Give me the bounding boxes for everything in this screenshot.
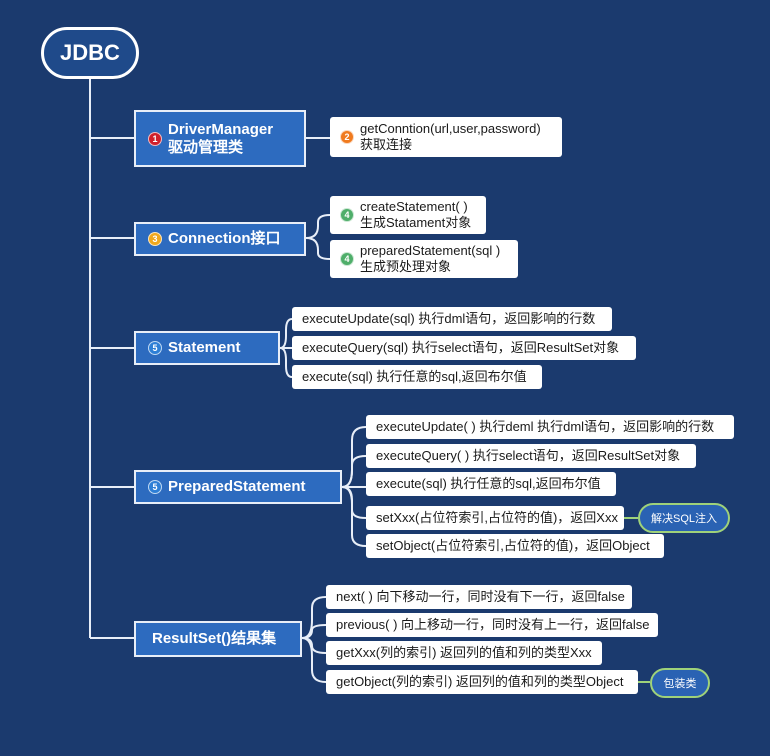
leaf-line2: 生成Statament对象 xyxy=(360,215,472,230)
leaf-text: getXxx(列的索引) 返回列的值和列的类型Xxx xyxy=(336,645,592,660)
leaf-result-get-xxx[interactable]: getXxx(列的索引) 返回列的值和列的类型Xxx xyxy=(326,641,602,665)
callout-wrapper-class[interactable]: 包装类 xyxy=(650,668,710,698)
connection-label: Connection接口 xyxy=(168,230,281,247)
leaf-text: getObject(列的索引) 返回列的值和列的类型Object xyxy=(336,674,624,689)
leaf-prepared-set-xxx[interactable]: setXxx(占位符索引,占位符的值)，返回Xxx xyxy=(366,506,624,530)
leaf-result-previous[interactable]: previous( ) 向上移动一行，同时没有上一行，返回false xyxy=(326,613,658,637)
leaf-result-get-object[interactable]: getObject(列的索引) 返回列的值和列的类型Object xyxy=(326,670,638,694)
driver-manager-title: DriverManager xyxy=(168,120,274,138)
leaf-line1: getConntion(url,user,password) xyxy=(360,121,541,136)
badge-4: 4 xyxy=(340,208,354,222)
leaf-result-next[interactable]: next( ) 向下移动一行，同时没有下一行，返回false xyxy=(326,585,632,609)
leaf-prepared-set-object[interactable]: setObject(占位符索引,占位符的值)，返回Object xyxy=(366,534,664,558)
leaf-text: execute(sql) 执行任意的sql,返回布尔值 xyxy=(302,369,527,384)
result-set-label: ResultSet()结果集 xyxy=(152,630,277,647)
badge-2: 2 xyxy=(340,130,354,144)
root-node[interactable]: JDBC xyxy=(41,27,139,79)
leaf-line2: 获取连接 xyxy=(360,137,413,152)
leaf-text: setObject(占位符索引,占位符的值)，返回Object xyxy=(376,538,650,553)
badge-5: 5 xyxy=(148,480,162,494)
leaf-prepared-statement[interactable]: 4 preparedStatement(sql ) 生成预处理对象 xyxy=(330,240,518,278)
callout-text: 解决SQL注入 xyxy=(650,513,717,525)
leaf-line1: preparedStatement(sql ) xyxy=(360,243,501,258)
prepared-statement-label: PreparedStatement xyxy=(168,478,306,495)
badge-4: 4 xyxy=(340,252,354,266)
leaf-text: executeUpdate( ) 执行deml 执行dml语句，返回影响的行数 xyxy=(376,419,715,434)
leaf-prepared-execute-query[interactable]: executeQuery( ) 执行select语句，返回ResultSet对象 xyxy=(366,444,696,468)
driver-manager-subtitle: 驱动管理类 xyxy=(168,138,244,156)
root-label: JDBC xyxy=(60,40,120,65)
leaf-line1: createStatement( ) xyxy=(360,199,468,214)
callout-sql-injection[interactable]: 解决SQL注入 xyxy=(638,503,730,533)
topic-statement[interactable]: 5 Statement xyxy=(134,331,280,365)
topic-connection[interactable]: 3 Connection接口 xyxy=(134,222,306,256)
leaf-text: setXxx(占位符索引,占位符的值)，返回Xxx xyxy=(376,510,618,525)
leaf-prepared-execute[interactable]: execute(sql) 执行任意的sql,返回布尔值 xyxy=(366,472,616,496)
badge-1: 1 xyxy=(148,131,162,146)
leaf-get-connection[interactable]: 2 getConntion(url,user,password) 获取连接 xyxy=(330,117,562,157)
callout-text: 包装类 xyxy=(663,678,697,690)
leaf-line2: 生成预处理对象 xyxy=(360,259,452,274)
badge-3: 3 xyxy=(148,232,162,246)
leaf-statement-execute-query[interactable]: executeQuery(sql) 执行select语句，返回ResultSet… xyxy=(292,336,636,360)
topic-driver-manager[interactable]: 1 DriverManager 驱动管理类 xyxy=(134,110,306,167)
leaf-create-statement[interactable]: 4 createStatement( ) 生成Statament对象 xyxy=(330,196,486,234)
leaf-text: previous( ) 向上移动一行，同时没有上一行，返回false xyxy=(336,617,650,632)
leaf-text: execute(sql) 执行任意的sql,返回布尔值 xyxy=(376,476,601,491)
badge-5: 5 xyxy=(148,341,162,355)
leaf-text: executeQuery( ) 执行select语句，返回ResultSet对象 xyxy=(376,448,681,463)
leaf-text: executeUpdate(sql) 执行dml语句，返回影响的行数 xyxy=(302,311,596,326)
leaf-text: executeQuery(sql) 执行select语句，返回ResultSet… xyxy=(302,340,620,355)
leaf-statement-execute-update[interactable]: executeUpdate(sql) 执行dml语句，返回影响的行数 xyxy=(292,307,612,331)
statement-label: Statement xyxy=(168,339,241,356)
leaf-prepared-execute-update[interactable]: executeUpdate( ) 执行deml 执行dml语句，返回影响的行数 xyxy=(366,415,734,439)
topic-result-set[interactable]: ResultSet()结果集 xyxy=(134,621,302,657)
topic-prepared-statement[interactable]: 5 PreparedStatement xyxy=(134,470,342,504)
leaf-text: next( ) 向下移动一行，同时没有下一行，返回false xyxy=(336,589,625,604)
leaf-statement-execute[interactable]: execute(sql) 执行任意的sql,返回布尔值 xyxy=(292,365,542,389)
